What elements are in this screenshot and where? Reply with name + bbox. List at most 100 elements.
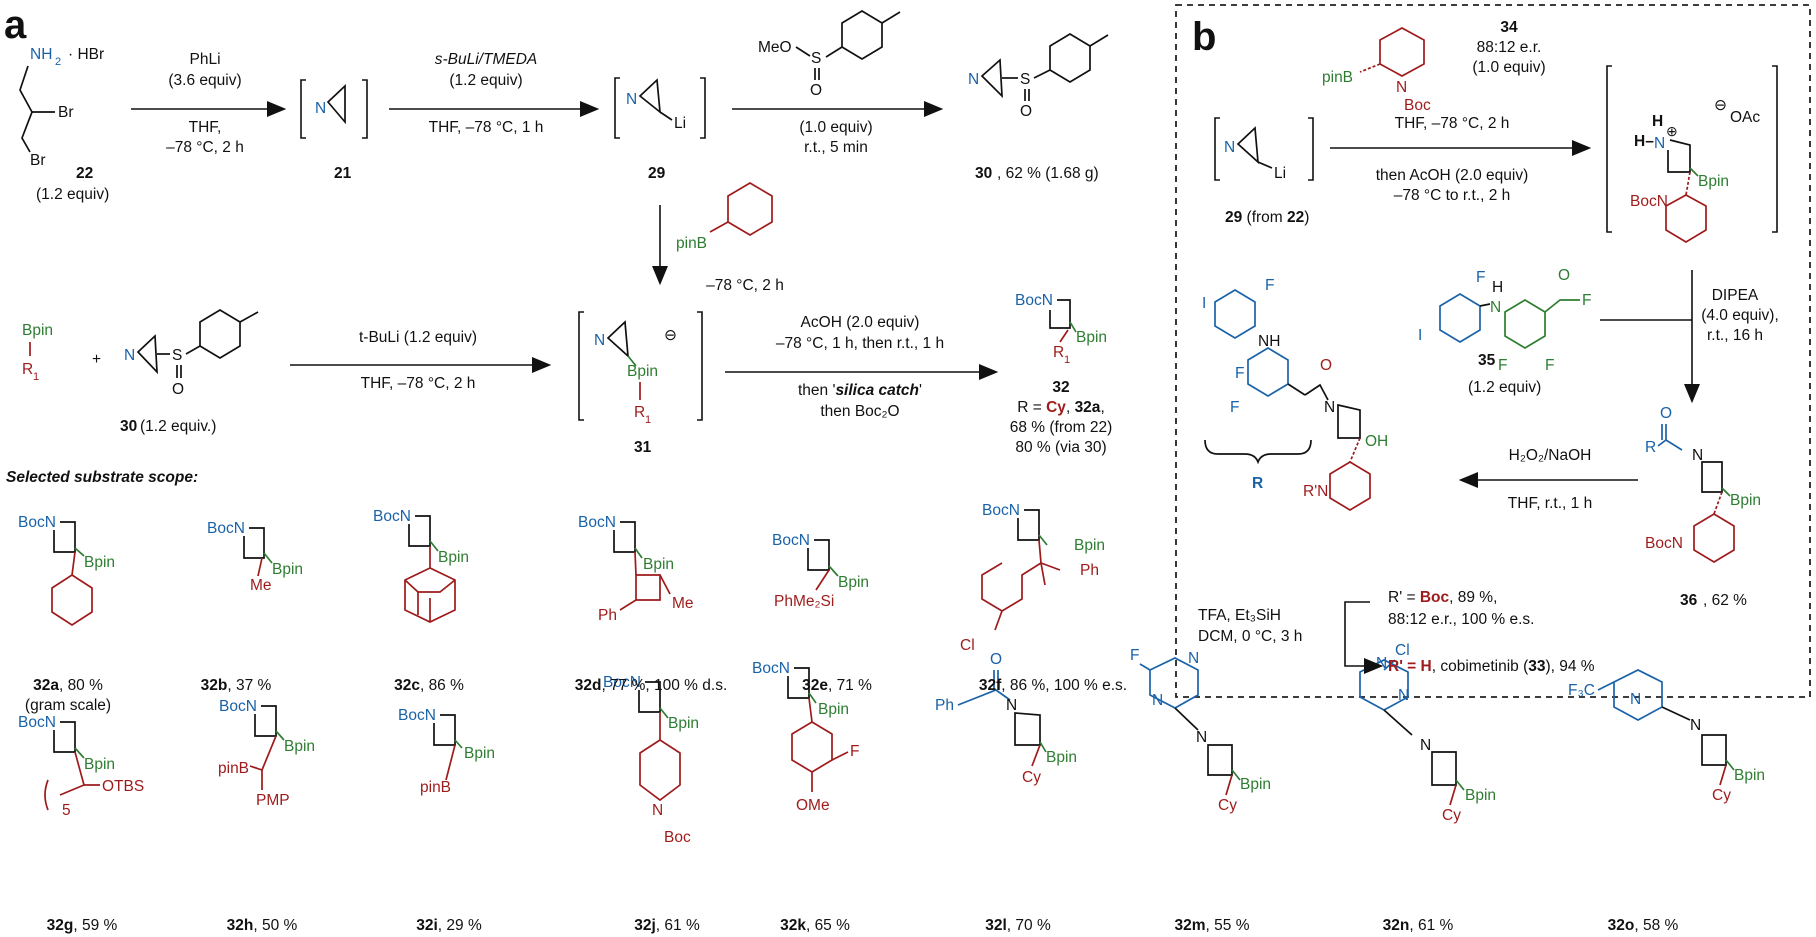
svg-text:BocN: BocN: [373, 508, 411, 525]
svg-text:MeO: MeO: [758, 39, 792, 56]
result-boc-line1: R' = Boc, 89 %,: [1388, 589, 1497, 606]
svg-text:R: R: [1645, 439, 1656, 456]
svg-text:PMP: PMP: [256, 792, 290, 809]
structure-32l: O Ph N Bpin Cy: [935, 651, 1077, 786]
svg-text:O: O: [1320, 357, 1332, 374]
svg-text:Cy: Cy: [1442, 807, 1461, 824]
step1-equiv: (3.6 equiv): [168, 72, 241, 89]
svg-text:pinB: pinB: [1322, 69, 1353, 86]
structure-32c: BocN Bpin: [373, 508, 469, 623]
svg-text:N: N: [1188, 650, 1199, 667]
svg-text:N: N: [1006, 697, 1017, 714]
intermediate-31: N Bpin ⊖ R 1 31: [578, 311, 703, 456]
svg-text:N: N: [968, 71, 979, 88]
plus-sign: +: [92, 351, 101, 368]
svg-text:Ph: Ph: [1080, 562, 1099, 579]
svg-text:F: F: [1498, 357, 1507, 374]
svg-text:S: S: [1020, 71, 1030, 88]
svg-text:Boc: Boc: [1404, 97, 1431, 114]
svg-text:Br: Br: [58, 104, 74, 121]
svg-text:Ph: Ph: [598, 607, 617, 624]
svg-text:Cy: Cy: [1712, 787, 1731, 804]
svg-text:68 % (from 22): 68 % (from 22): [1010, 419, 1113, 436]
svg-text:Bpin: Bpin: [84, 756, 115, 773]
scope-label-32a: 32a, 80 %: [33, 677, 103, 694]
b-step3-line1: H₂O₂/NaOH: [1509, 447, 1592, 464]
svg-text:F₃C: F₃C: [1568, 682, 1595, 699]
svg-text:Bpin: Bpin: [1734, 767, 1765, 784]
b-step1-line2: then AcOH (2.0 equiv): [1376, 167, 1529, 184]
svg-text:N: N: [1490, 299, 1501, 316]
step2-equiv: (1.2 equiv): [449, 72, 522, 89]
intermediate-21: N 21: [300, 79, 368, 182]
svg-text:N: N: [1654, 135, 1665, 152]
svg-text:Br: Br: [30, 152, 46, 169]
svg-text:Cl: Cl: [960, 637, 975, 654]
step-down-conditions: –78 °C, 2 h: [706, 277, 784, 294]
svg-text:BocN: BocN: [398, 707, 436, 724]
svg-text:5: 5: [62, 802, 71, 819]
svg-text:R = Cy, 32a,: R = Cy, 32a,: [1017, 399, 1105, 416]
compound-22: NH 2 · HBr Br Br 22 (1.2 equiv): [19, 46, 109, 203]
svg-text:N: N: [652, 802, 663, 819]
step5-line1: AcOH (2.0 equiv): [801, 314, 920, 331]
svg-text:Cl: Cl: [1395, 642, 1410, 659]
compound-36: O R N Bpin BocN 36 , 62 %: [1645, 405, 1761, 609]
step3-conditions: r.t., 5 min: [804, 139, 868, 156]
svg-text:pinB: pinB: [218, 760, 249, 777]
svg-text:Bpin: Bpin: [1698, 173, 1729, 190]
svg-text:Cy: Cy: [1022, 769, 1041, 786]
svg-text:Bpin: Bpin: [838, 574, 869, 591]
svg-text:I: I: [1202, 295, 1206, 312]
scope-label-32h: 32h, 50 %: [227, 917, 298, 934]
svg-text:Bpin: Bpin: [22, 322, 53, 339]
compound-32: BocN Bpin R 1 32 R = Cy, 32a, 68 % (from…: [1010, 292, 1113, 456]
svg-text:N: N: [1376, 655, 1387, 672]
scope-label-32n: 32n, 61 %: [1383, 917, 1454, 934]
svg-text:Boc: Boc: [664, 829, 691, 846]
sulfoxide-30: N S O 30 (1.2 equiv.): [120, 309, 259, 435]
svg-text:R'N: R'N: [1303, 483, 1328, 500]
step1-reagent: PhLi: [189, 51, 220, 68]
svg-text:pinB: pinB: [420, 779, 451, 796]
panel-b-frame: [1175, 4, 1811, 698]
scope-label-32e: 32e, 71 %: [802, 677, 872, 694]
intermediate-29: N Li 29: [614, 77, 706, 182]
svg-text:F: F: [1230, 399, 1239, 416]
svg-text:N: N: [1152, 692, 1163, 709]
svg-text:⊖: ⊖: [664, 327, 677, 344]
svg-text:NH: NH: [30, 46, 52, 63]
structure-32o: F₃C N N Bpin Cy: [1568, 669, 1765, 804]
scope-label-32i: 32i, 29 %: [416, 917, 482, 934]
svg-text:Bpin: Bpin: [1046, 749, 1077, 766]
structure-32d: BocN Bpin Me Ph: [578, 514, 694, 624]
svg-text:S: S: [811, 50, 821, 67]
svg-text:Li: Li: [674, 115, 686, 132]
svg-text:R: R: [22, 361, 33, 378]
svg-text:N: N: [1420, 737, 1431, 754]
step1-conditions: –78 °C, 2 h: [166, 139, 244, 156]
svg-text:N: N: [1324, 399, 1335, 416]
svg-text:OMe: OMe: [796, 797, 830, 814]
svg-text:BocN: BocN: [982, 502, 1020, 519]
b-step1-line1: THF, –78 °C, 2 h: [1395, 115, 1510, 132]
svg-text:H: H: [1492, 279, 1503, 296]
svg-text:OTBS: OTBS: [102, 778, 144, 795]
scope-label-32o: 32o, 58 %: [1608, 917, 1679, 934]
svg-text:F: F: [1130, 647, 1139, 664]
structure-32h: BocN Bpin pinB PMP: [218, 698, 315, 809]
svg-text:30: 30: [975, 165, 992, 182]
svg-text:NH: NH: [1258, 333, 1280, 350]
svg-text:Bpin: Bpin: [1076, 329, 1107, 346]
svg-text:BocN: BocN: [1630, 193, 1668, 210]
svg-text:F: F: [1235, 365, 1244, 382]
svg-text:BocN: BocN: [752, 660, 790, 677]
svg-text:O: O: [990, 651, 1002, 668]
methyl-sulfinate-reagent: MeO S O: [758, 10, 901, 99]
svg-text:O: O: [172, 381, 184, 398]
svg-text:⊕: ⊕: [1666, 123, 1678, 139]
svg-text:BocN: BocN: [207, 520, 245, 537]
svg-text:1: 1: [1064, 354, 1070, 366]
svg-text:N: N: [315, 100, 326, 117]
svg-text:Ph: Ph: [935, 697, 954, 714]
